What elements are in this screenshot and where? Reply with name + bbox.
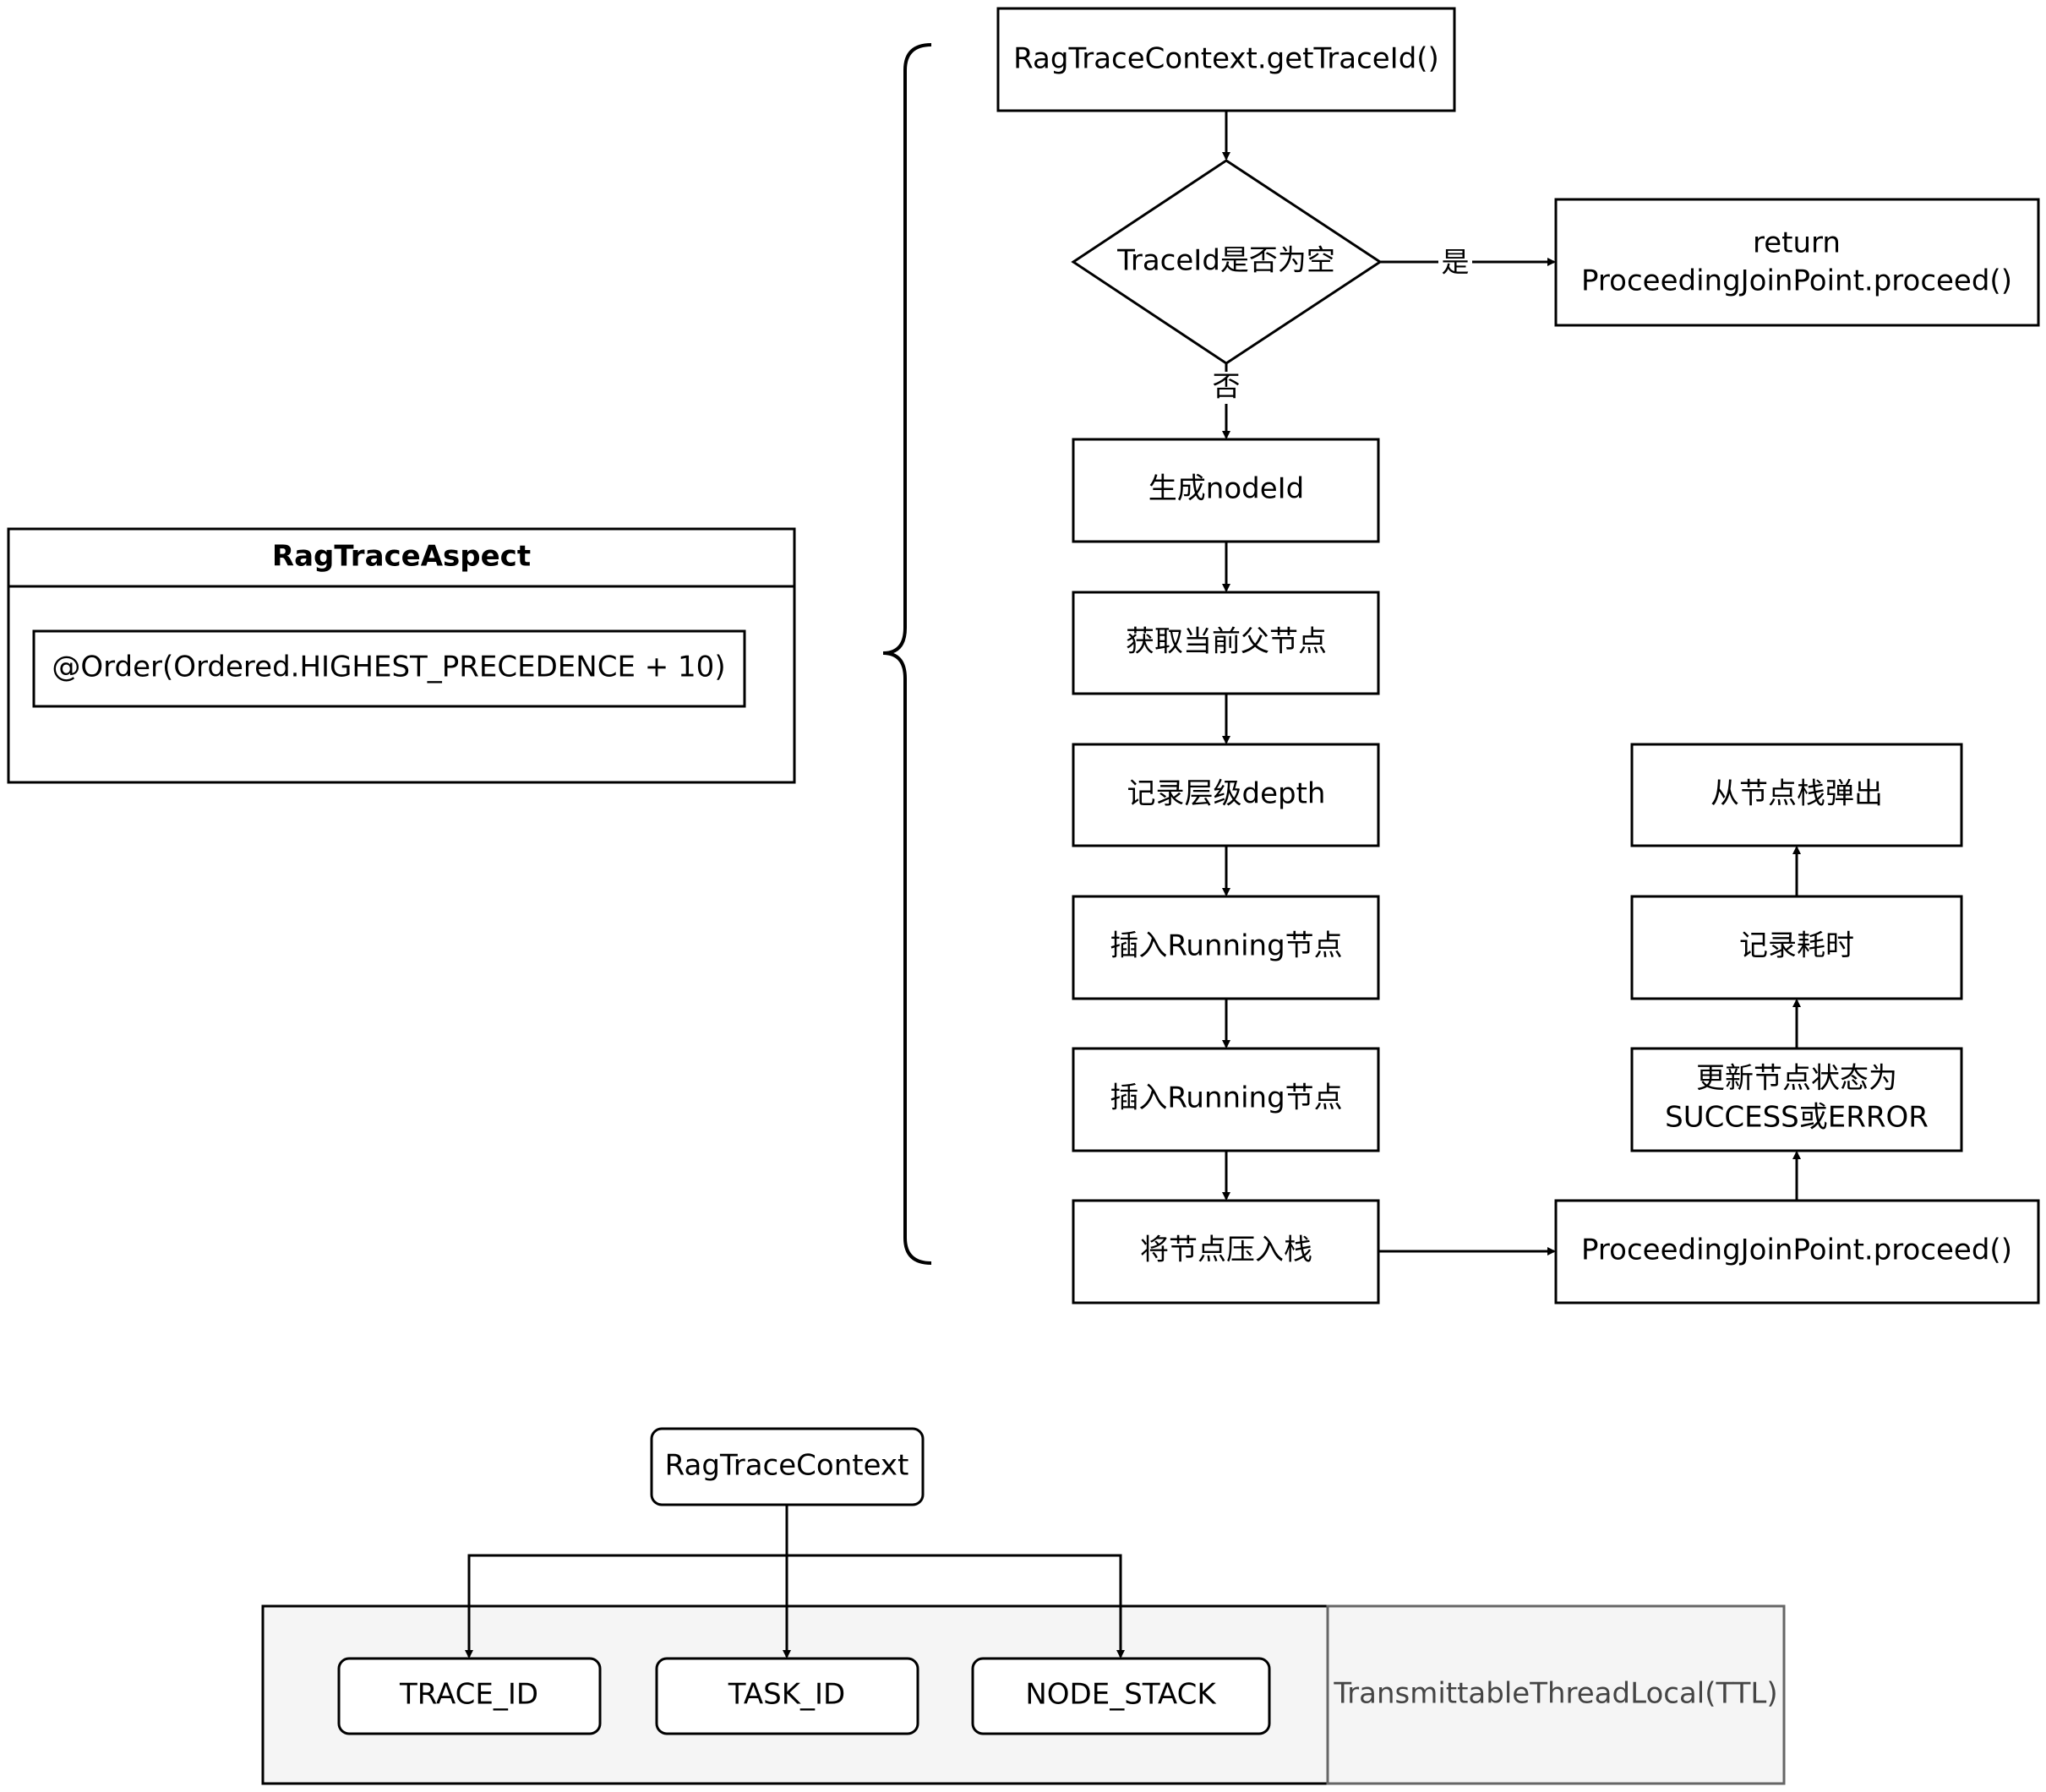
node-record-depth-label: 记录层级depth <box>1127 777 1326 811</box>
node-record-time: 记录耗时 <box>1630 895 1963 1000</box>
connector-root-to-node-stack <box>787 1554 1125 1659</box>
aspect-class-title: RagTraceAspect <box>272 540 531 574</box>
node-update-status-line1: 更新节点状态为 <box>1696 1062 1897 1096</box>
aspect-class-frame <box>7 527 796 784</box>
context-task-id-node: TASK_ID <box>655 1657 919 1735</box>
ttl-label-area <box>1326 1604 1786 1785</box>
node-update-status: 更新节点状态为 SUCCESS或ERROR <box>1630 1047 1963 1152</box>
node-record-time-label: 记录耗时 <box>1739 929 1854 963</box>
node-generate-node-id-label: 生成nodeId <box>1148 472 1304 506</box>
context-root-node: RagTraceContext <box>650 1427 925 1506</box>
context-node-stack-label: NODE_STACK <box>1025 1678 1217 1712</box>
node-insert-running-2: 插入Running节点 <box>1072 1047 1380 1152</box>
node-get-trace-id: RagTraceContext.getTraceId() <box>996 7 1456 112</box>
decision-trace-id-empty: TraceId是否为空 <box>1071 159 1383 365</box>
node-insert-running-1: 插入Running节点 <box>1072 895 1380 1000</box>
node-generate-node-id: 生成nodeId <box>1072 438 1380 543</box>
node-get-parent: 获取当前父节点 <box>1072 591 1380 695</box>
node-push-stack: 将节点压入栈 <box>1072 1199 1380 1305</box>
node-update-status-line2: SUCCESS或ERROR <box>1665 1101 1929 1135</box>
edge-label-yes: 是 <box>1442 246 1470 279</box>
node-get-trace-id-label: RagTraceContext.getTraceId() <box>1013 42 1439 76</box>
node-insert-running-1-label: 插入Running节点 <box>1110 929 1342 963</box>
node-return-line2: ProceedingJoinPoint.proceed() <box>1581 264 2012 298</box>
node-proceed: ProceedingJoinPoint.proceed() <box>1554 1199 2040 1305</box>
edge-label-no: 否 <box>1213 370 1241 403</box>
node-pop-stack: 从节点栈弹出 <box>1630 743 1963 847</box>
ttl-label: TransmittableThreadLocal(TTL) <box>1333 1677 1777 1711</box>
context-task-id-label: TASK_ID <box>728 1678 845 1712</box>
order-annotation-box <box>32 629 746 708</box>
grouping-brace <box>882 43 932 1265</box>
context-trace-id-node: TRACE_ID <box>337 1657 602 1735</box>
context-trace-id-label: TRACE_ID <box>399 1678 538 1712</box>
flow-arrows <box>1222 111 1801 1255</box>
decision-trace-id-empty-label: TraceId是否为空 <box>1116 244 1335 278</box>
node-pop-stack-label: 从节点栈弹出 <box>1710 777 1883 811</box>
node-return-proceed: return ProceedingJoinPoint.proceed() <box>1554 198 2040 327</box>
node-record-depth: 记录层级depth <box>1072 743 1380 847</box>
node-insert-running-2-label: 插入Running节点 <box>1110 1081 1342 1115</box>
node-proceed-label: ProceedingJoinPoint.proceed() <box>1581 1234 2012 1267</box>
context-node-stack-node: NODE_STACK <box>971 1657 1271 1735</box>
node-get-parent-label: 获取当前父节点 <box>1126 625 1327 659</box>
context-tree-connectors <box>465 1505 1125 1659</box>
order-annotation-text: @Order(Ordered.HIGHEST_PRECEDENCE + 10) <box>52 651 725 684</box>
rag-trace-aspect-class: RagTraceAspect @Order(Ordered.HIGHEST_PR… <box>7 527 796 784</box>
node-return-line1: return <box>1753 226 1841 260</box>
context-root-label: RagTraceContext <box>665 1449 909 1483</box>
node-push-stack-label: 将节点压入栈 <box>1140 1234 1312 1267</box>
connector-root-to-trace-id <box>465 1554 787 1659</box>
